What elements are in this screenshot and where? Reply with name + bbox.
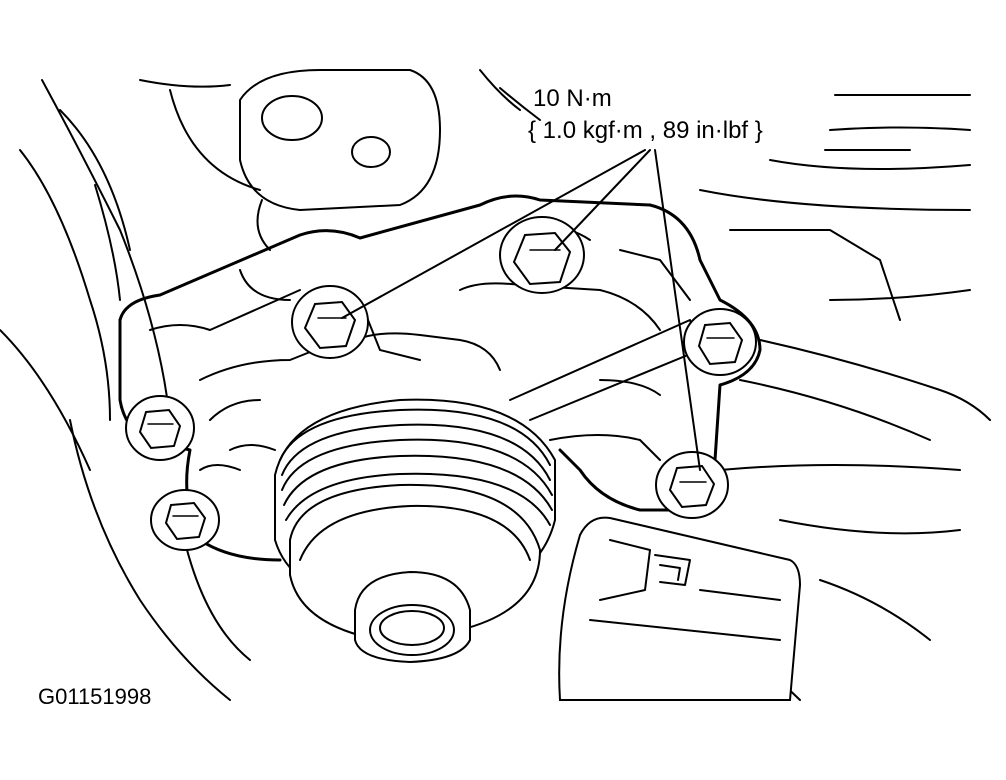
upper-bracket [239, 69, 441, 251]
bolt-top [499, 216, 585, 294]
bolt-lower-left [150, 489, 220, 551]
bolt-left [125, 395, 195, 461]
bolt-right [683, 308, 757, 376]
torque-value-label: 10 N·m [533, 85, 612, 112]
bolt-lower-right [655, 451, 729, 519]
figure-id-label: G01151998 [38, 684, 152, 709]
bolts [125, 216, 757, 551]
engine-background-lines [0, 69, 991, 701]
torque-alt-units-label: { 1.0 kgf·m , 89 in·lbf } [528, 117, 763, 144]
leader-lines [341, 149, 701, 471]
bolt-upper-left [291, 285, 369, 359]
side-bracket [558, 516, 802, 701]
pump-pulley [274, 398, 556, 664]
